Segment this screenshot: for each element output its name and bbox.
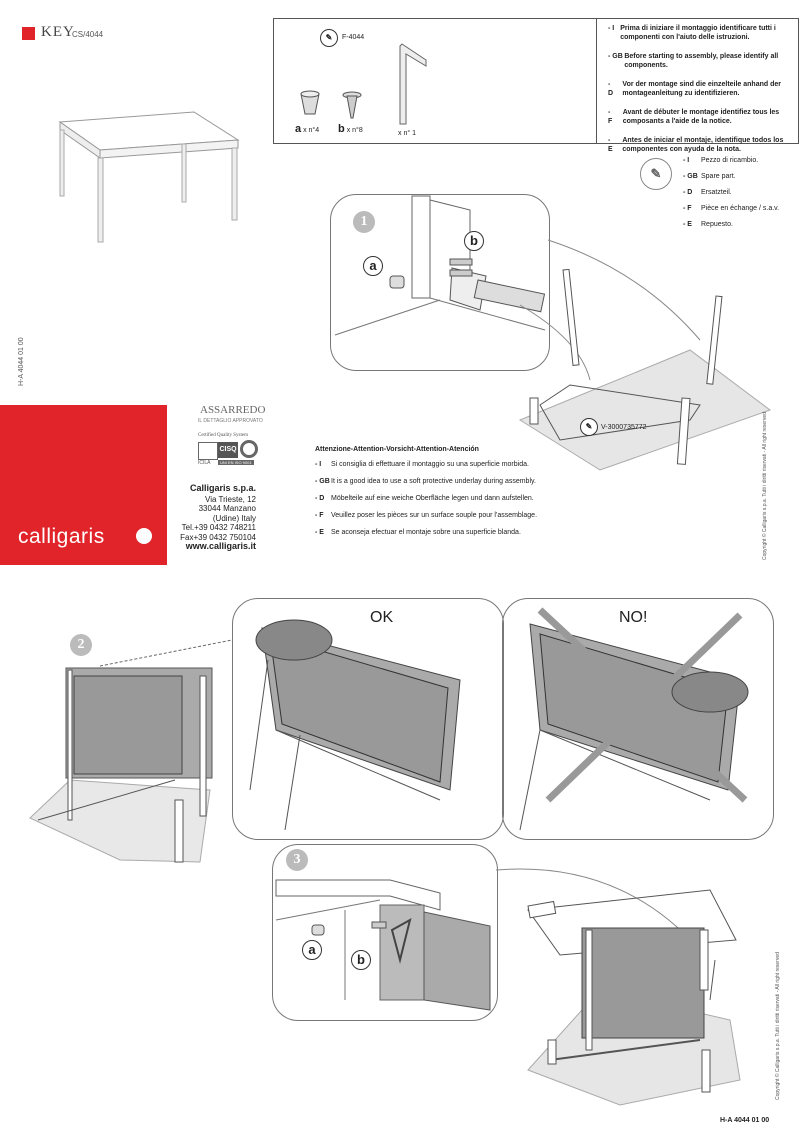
step1-tag-a: a <box>363 256 383 276</box>
step2-no-frame <box>502 598 774 840</box>
part-a-label: a x n°4 <box>295 123 320 135</box>
parts-code: F-4044 <box>342 34 365 41</box>
iso-label: UNI EN ISO 9001 <box>218 460 254 465</box>
allen-key-label: x n° 1 <box>398 130 416 137</box>
company-fax: Fax+39 0432 750104 <box>180 532 256 542</box>
assarredo-logo: ASSARREDO <box>200 404 266 416</box>
company-region: (Udine) Italy <box>212 513 256 523</box>
quality-label: Certified Quality System <box>198 433 248 438</box>
step1-detail-frame <box>330 194 550 371</box>
step3-number: 3 <box>286 849 308 871</box>
step3-tag-b: b <box>351 950 371 970</box>
warning-block: Attenzione-Attention-Vorsicht-Attention-… <box>315 445 565 545</box>
step3-tag-a: a <box>302 940 322 960</box>
step2-ok-label: OK <box>370 609 394 626</box>
cisq-logo: CISQ <box>218 442 238 458</box>
company-city: 33044 Manzano <box>198 504 256 513</box>
company-web[interactable]: www.calligaris.it <box>185 541 256 551</box>
step2-ok-frame <box>232 598 504 840</box>
bolt-a-icon <box>300 90 320 115</box>
parts-box <box>273 18 799 144</box>
screw-b-icon <box>342 91 362 119</box>
company-address: Calligaris s.p.a. Via Trieste, 12 33044 … <box>170 483 256 552</box>
key-label: KEY <box>41 24 75 40</box>
assarredo-sub: IL DETTAGLIO APPROVATO <box>198 418 263 424</box>
product-code: CS/4044 <box>72 30 104 39</box>
icila-label: ICILA <box>198 460 211 466</box>
footer-doc-code: H-A 4044 01 00 <box>720 1117 770 1124</box>
company-street: Via Trieste, 12 <box>205 494 256 504</box>
company-tel: Tel.+39 0432 748211 <box>181 523 256 532</box>
company-name: Calligaris s.p.a. <box>189 483 256 493</box>
step1-spare-icon: ✎ <box>580 418 598 436</box>
brand-name: calligaris <box>18 525 105 548</box>
allen-key-icon <box>399 43 427 125</box>
cert-ring-icon <box>240 440 258 458</box>
parts-divider <box>596 18 597 143</box>
brand-square-icon <box>22 27 35 40</box>
part-b-label: b x n°8 <box>338 123 363 135</box>
brand-logo-icon <box>136 528 152 544</box>
step2-no-label: NO! <box>619 609 648 626</box>
warning-title: Attenzione-Attention-Vorsicht-Attention-… <box>315 446 479 453</box>
spare-part-legend-icon: ✎ <box>640 158 672 190</box>
spare-part-icon: ✎ <box>320 29 338 47</box>
step1-spare-code: V-3000735772 <box>601 424 647 431</box>
step1-number: 1 <box>353 211 375 233</box>
icila-logo <box>198 442 218 460</box>
step1-tag-b: b <box>464 231 484 251</box>
step2-number: 2 <box>70 634 92 656</box>
step3-detail-frame <box>272 844 498 1021</box>
